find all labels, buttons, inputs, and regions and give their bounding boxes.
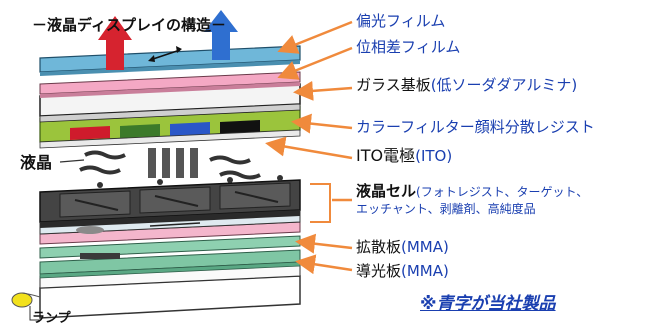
lc-molecules [79, 148, 283, 188]
layer-label-light-guide: 導光板(MMA) [356, 264, 449, 279]
lamp-label: ランプ [32, 311, 71, 326]
liquid-crystal-label: 液晶 [20, 153, 53, 172]
lc-cell-name: 液晶セル [356, 182, 417, 200]
layer-label-lc-cell: 液晶セル(フォトレジスト、ターゲット、 [356, 184, 588, 199]
diagram-title: －液晶ディスプレイの構造－ [32, 16, 226, 34]
polarizer-film-layer [39, 45, 301, 76]
layer-label-polarizer: 偏光フィルム [356, 12, 446, 30]
diffuser-name: 拡散板 [356, 238, 402, 256]
ito-suffix: (ITO) [415, 147, 453, 165]
lc-cell-suffix: (フォトレジスト、ターゲット、 [416, 185, 589, 199]
light-arrows [98, 10, 238, 70]
lc-cell-suffix-line2: エッチャント、剥離剤、高純度品 [356, 202, 536, 216]
layer-label-color-filter: カラーフィルター顔料分散レジスト [356, 118, 595, 136]
layer-label-diffuser: 拡散板(MMA) [356, 240, 449, 255]
light-guide-layer [39, 263, 301, 319]
light-guide-name: 導光板 [356, 262, 402, 280]
light-guide-suffix: (MMA) [401, 262, 449, 280]
glass-name: ガラス基板 [356, 76, 431, 94]
leader-lines [59, 20, 353, 275]
layer-label-glass: ガラス基板(低ソーダダアルミナ) [356, 78, 577, 93]
lc-cell-layer [39, 179, 301, 228]
glass-suffix: (低ソーダダアルミナ) [430, 76, 578, 94]
layer-label-retarder: 位相差フィルム [356, 38, 461, 56]
ito-name: ITO電極 [356, 146, 416, 165]
company-products-note: ※青字が当社製品 [420, 294, 556, 314]
layer-label-ito: ITO電極(ITO) [356, 148, 452, 164]
diffuser-suffix: (MMA) [401, 238, 449, 256]
lamp-icon [11, 292, 41, 321]
